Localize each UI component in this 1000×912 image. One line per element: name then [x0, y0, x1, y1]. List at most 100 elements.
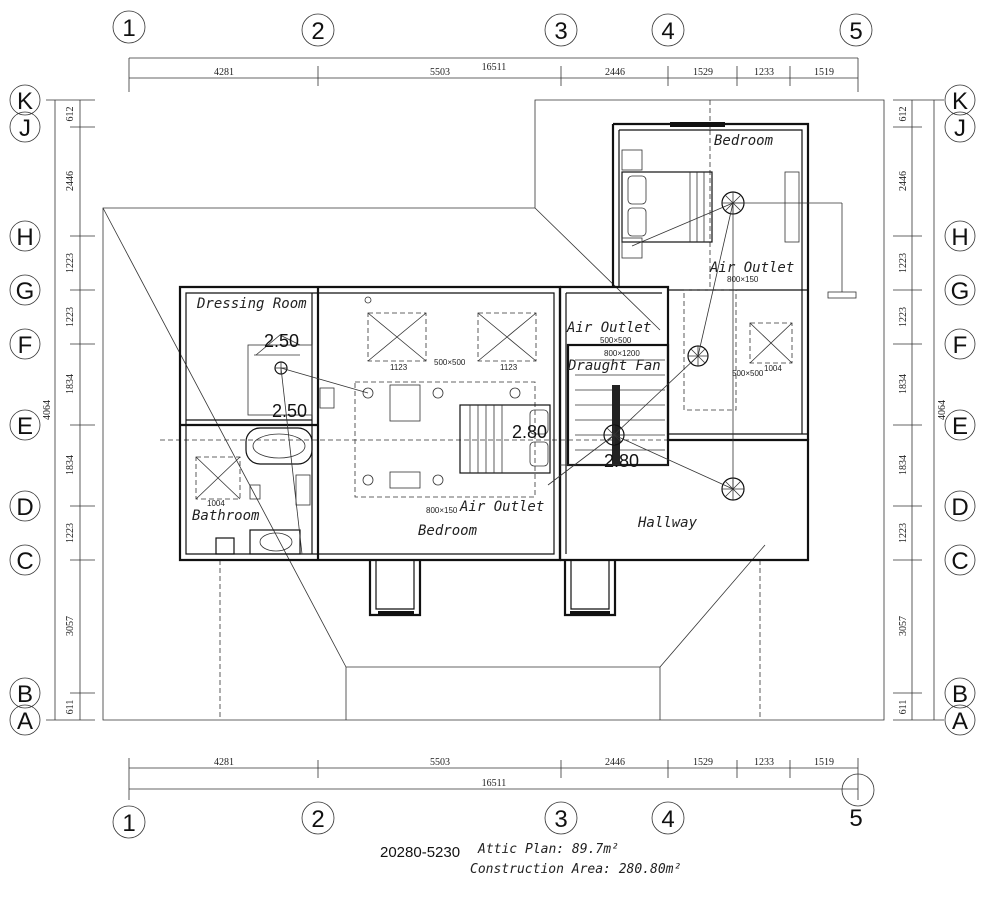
- grid-row-A-left: A: [17, 708, 33, 735]
- grid-col-5-bottom: 5: [849, 805, 862, 832]
- left-dim-seg-4: 1223: [65, 307, 76, 327]
- attic-plan-area: Attic Plan: 89.7m²: [478, 842, 619, 857]
- right-dim-seg-5: 1834: [898, 374, 909, 394]
- bottom-dimension-chain: 4281 5503 2446 1529 1233 1519 16511: [128, 757, 859, 800]
- grid-row-K-left: K: [17, 88, 33, 115]
- grid-row-bubbles-right: K J H G F E D C B A: [944, 84, 976, 736]
- grid-row-H-left: H: [16, 224, 33, 251]
- roof-outline: [102, 99, 885, 721]
- bedroom-right-fixtures: [621, 149, 857, 411]
- right-dim-seg-1: 612: [898, 107, 909, 122]
- grid-column-bubbles-bottom: 1 2 3 4 5: [112, 773, 875, 839]
- annotation-dim-1004b: 1004: [764, 364, 782, 373]
- right-dim-seg-8: 3057: [898, 616, 909, 636]
- grid-row-J-left: J: [19, 115, 31, 142]
- grid-col-1-top: 1: [122, 15, 135, 42]
- left-dim-seg-7: 1223: [65, 523, 76, 543]
- left-dim-seg-2: 2446: [65, 171, 76, 191]
- left-dim-seg-1: 612: [65, 107, 76, 122]
- annotation-vent-a: 500×500: [434, 358, 466, 367]
- bottom-dim-seg-5: 1233: [754, 757, 774, 768]
- right-dim-seg-6: 1834: [898, 455, 909, 475]
- grid-col-3-bottom: 3: [554, 806, 567, 833]
- left-dim-seg-9: 611: [65, 700, 76, 715]
- grid-col-4-top: 4: [661, 18, 674, 45]
- right-dim-seg-7: 1223: [898, 523, 909, 543]
- grid-row-K-right: K: [952, 88, 968, 115]
- right-dim-seg-2: 2446: [898, 171, 909, 191]
- top-dimension-chain: 4281 5503 2446 1529 1233 1519 16511: [128, 57, 859, 92]
- level-hallway: 2.80: [604, 451, 639, 471]
- grid-column-bubbles-top: 1 2 3 4 5: [112, 10, 873, 47]
- right-dim-total: 4064: [937, 400, 948, 420]
- right-dim-seg-3: 1223: [898, 253, 909, 273]
- small-annotations: 500×500 500×500 800×1200 500×500 800×150…: [207, 275, 782, 515]
- bottom-dim-seg-4: 1529: [693, 757, 713, 768]
- grid-row-J-right: J: [954, 115, 966, 142]
- annotation-dim-1123b: 1123: [500, 363, 518, 372]
- grid-col-3-top: 3: [554, 18, 567, 45]
- dressing-room-fixtures: [247, 334, 335, 416]
- staircase: [575, 359, 665, 465]
- annotation-dim-1004a: 1004: [207, 499, 225, 508]
- grid-row-D-left: D: [16, 494, 33, 521]
- top-dim-total: 16511: [482, 62, 507, 73]
- label-air-outlet-bedroom-right: Air Outlet: [709, 260, 794, 276]
- left-dim-seg-8: 3057: [65, 616, 76, 636]
- right-dim-seg-9: 611: [898, 700, 909, 715]
- exterior-walls: [178, 122, 810, 617]
- top-dim-seg-6: 1519: [814, 67, 834, 78]
- drawing-code: 20280-5230: [380, 844, 461, 861]
- room-label-hallway: Hallway: [637, 515, 698, 531]
- grid-row-B-right: B: [952, 681, 968, 708]
- room-label-bedroom-center: Bedroom: [418, 523, 478, 539]
- duct-routes: [280, 202, 843, 555]
- level-bedroom: 2.80: [512, 422, 547, 442]
- grid-row-F-right: F: [953, 332, 968, 359]
- top-dim-seg-1: 4281: [214, 67, 234, 78]
- left-dim-total: 4064: [42, 400, 53, 420]
- left-dim-seg-5: 1834: [65, 374, 76, 394]
- right-dimension-chain: 612 2446 1223 1223 1834 1834 1223 3057 6…: [893, 99, 948, 721]
- level-bathroom: 2.50: [272, 401, 307, 421]
- annotation-vent-d: 500×500: [732, 369, 764, 378]
- annotation-vent-b: 500×500: [600, 336, 632, 345]
- room-label-dressing-room: Dressing Room: [196, 296, 307, 312]
- grid-col-5-top: 5: [849, 18, 862, 45]
- grid-row-G-left: G: [16, 278, 35, 305]
- annotation-vent-c: 800×1200: [604, 349, 640, 358]
- grid-row-B-left: B: [17, 681, 33, 708]
- top-dim-seg-5: 1233: [754, 67, 774, 78]
- annotation-vent-e: 800×150: [727, 275, 759, 284]
- grid-row-E-right: E: [952, 413, 968, 440]
- grid-col-2-top: 2: [311, 18, 324, 45]
- level-markers: 2.50 2.50 2.80 2.80: [264, 331, 639, 471]
- top-dim-seg-3: 2446: [605, 67, 625, 78]
- top-dim-seg-2: 5503: [430, 67, 450, 78]
- left-dimension-chain: 612 2446 1223 1223 1834 1834 1223 3057 6…: [42, 99, 95, 721]
- bottom-dim-total: 16511: [482, 778, 507, 789]
- grid-row-C-left: C: [16, 548, 33, 575]
- left-dim-seg-3: 1223: [65, 253, 76, 273]
- label-air-outlet-bedroom-center: Air Outlet: [459, 499, 544, 515]
- grid-col-4-bottom: 4: [661, 806, 674, 833]
- grid-row-F-left: F: [18, 332, 33, 359]
- room-labels: Dressing Room Bathroom Bedroom Bedroom H…: [192, 133, 794, 539]
- grid-row-A-right: A: [952, 708, 968, 735]
- bottom-dim-seg-1: 4281: [214, 757, 234, 768]
- grid-row-E-left: E: [17, 413, 33, 440]
- grid-col-1-bottom: 1: [122, 810, 135, 837]
- label-air-outlet-hallway: Air Outlet: [566, 320, 651, 336]
- grid-row-H-right: H: [951, 224, 968, 251]
- grid-col-2-bottom: 2: [311, 806, 324, 833]
- bathroom-fixtures: [195, 427, 313, 555]
- grid-row-G-right: G: [951, 278, 970, 305]
- top-dim-seg-4: 1529: [693, 67, 713, 78]
- grid-row-bubbles-left: K J H G F E D C B A: [9, 84, 41, 736]
- grid-row-D-right: D: [951, 494, 968, 521]
- left-dim-seg-6: 1834: [65, 455, 76, 475]
- ventilation-fans: [274, 191, 745, 501]
- bedroom-center-fixtures: [354, 296, 551, 498]
- room-label-bedroom-right: Bedroom: [714, 133, 774, 149]
